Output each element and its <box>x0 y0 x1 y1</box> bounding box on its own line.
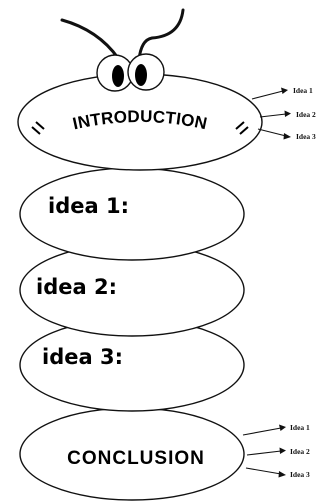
intro-arrow-3 <box>257 128 287 137</box>
left-pupil <box>112 65 124 87</box>
concl-arrowhead-2 <box>279 447 286 454</box>
conclusion-idea-arrows: Idea 1 Idea 2 Idea 3 <box>242 423 310 479</box>
intro-arrowhead-3 <box>283 133 291 140</box>
idea-1-label: idea 1: <box>48 194 129 218</box>
concl-arrow-1 <box>242 427 282 436</box>
intro-squiggle-left <box>31 121 45 135</box>
intro-squiggle-right <box>235 121 249 135</box>
intro-idea-3-label: Idea 3 <box>296 132 316 141</box>
right-pupil <box>135 64 147 86</box>
idea-3-label: idea 3: <box>42 345 123 369</box>
conclusion-label: CONCLUSION <box>67 448 205 469</box>
intro-arrow-1 <box>251 90 284 100</box>
intro-idea-1-label: Idea 1 <box>293 86 313 95</box>
introduction-idea-arrows: Idea 1 Idea 2 Idea 3 <box>251 86 316 141</box>
right-antenna <box>137 8 185 62</box>
concl-idea-3-label: Idea 3 <box>290 470 310 479</box>
intro-arrowhead-1 <box>281 87 288 94</box>
intro-arrowhead-2 <box>284 110 291 117</box>
concl-idea-1-label: Idea 1 <box>290 423 310 432</box>
intro-idea-2-label: Idea 2 <box>296 110 316 119</box>
concl-arrowhead-1 <box>279 424 286 431</box>
concl-arrow-3 <box>245 467 282 475</box>
intro-arrow-2 <box>259 113 287 118</box>
idea-2-label: idea 2: <box>36 275 117 299</box>
eyes <box>96 53 165 92</box>
concl-idea-2-label: Idea 2 <box>290 447 310 456</box>
concl-arrow-2 <box>246 450 282 456</box>
concl-arrowhead-3 <box>278 471 286 478</box>
left-antenna <box>60 18 120 60</box>
